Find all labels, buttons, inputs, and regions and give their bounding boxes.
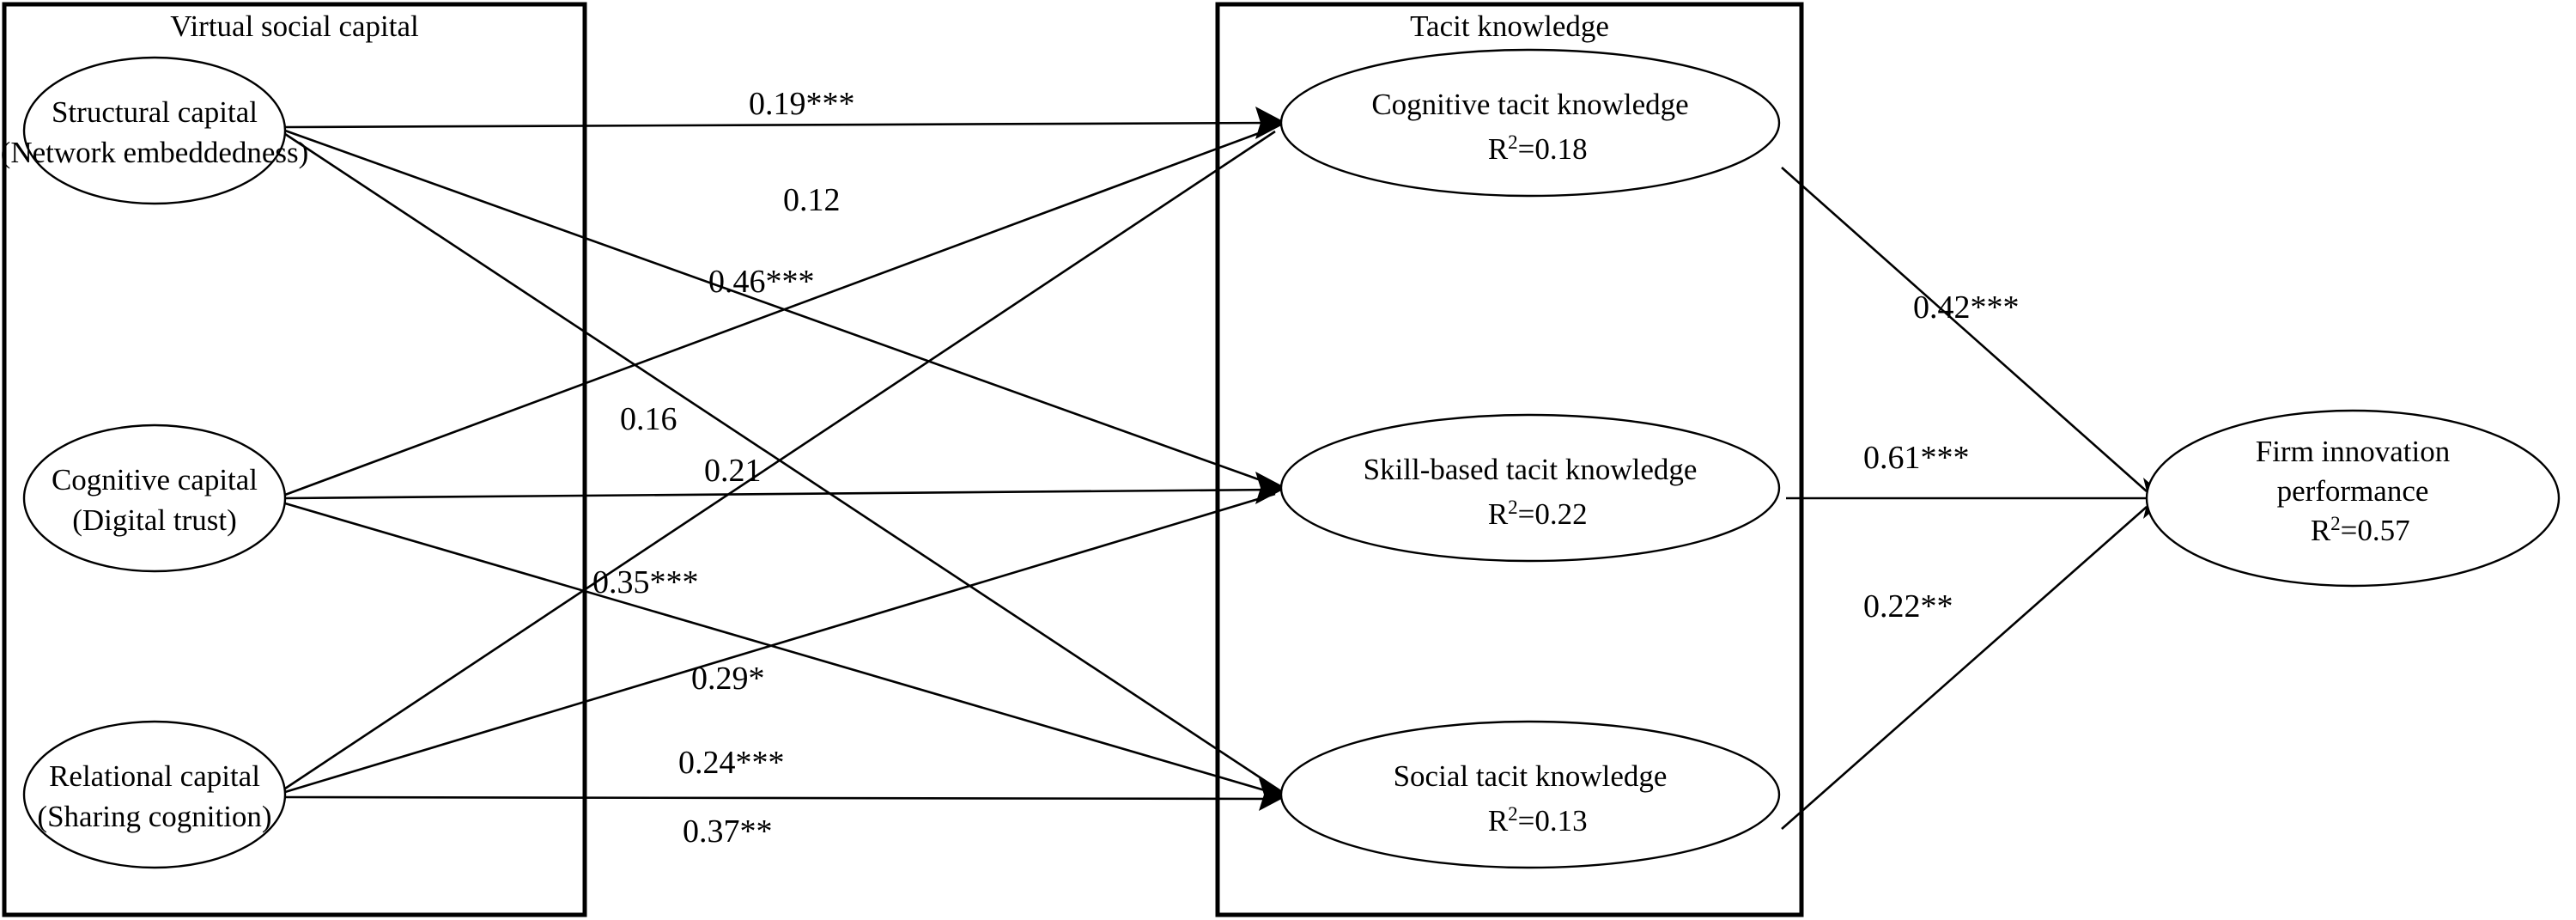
r2-sup-ctk: 2 [1508, 131, 1518, 153]
r2-value-ctk: =0.18 [1518, 132, 1588, 166]
r2-prefix-fip: R [2311, 514, 2331, 547]
path-line-ctk-to-fip [1781, 167, 2148, 492]
coefficient-label-sc-to-ctk: 0.19*** [749, 86, 855, 122]
coefficient-label-soc-to-fip: 0.22** [1863, 588, 1953, 625]
arrowhead-soc [1259, 778, 1290, 811]
path-line-sc-to-stk [284, 129, 1276, 487]
coefficient-label-stk-to-fip: 0.61*** [1863, 440, 1970, 476]
node-label-cognitive-tacit-knowledge-line1: Cognitive tacit knowledge [1371, 88, 1688, 121]
coefficient-label-cc-to-ctk: 0.16 [620, 401, 677, 437]
coefficient-label-sc-to-stk: 0.12 [783, 182, 841, 218]
r2-value-fip: =0.57 [2341, 514, 2410, 547]
node-label-relational-capital-line1: Relational capital [49, 759, 260, 793]
node-label-structural-capital-line1: Structural capital [52, 95, 258, 129]
node-ellipse-relational-capital [22, 720, 287, 869]
coefficient-label-rc-to-ctk: 0.29* [691, 661, 765, 697]
r2-sup-soc: 2 [1508, 803, 1518, 825]
r2-value-stk: =0.22 [1518, 497, 1588, 531]
node-label-firm-innovation-performance-r2: R2=0.57 [2258, 513, 2448, 548]
r2-value-soc: =0.13 [1518, 804, 1588, 838]
node-firm-innovation-performance[interactable]: Firm innovation performance R2=0.57 [2145, 409, 2561, 588]
path-line-soc-to-fip [1781, 506, 2148, 830]
node-ellipse-cognitive-capital [22, 423, 287, 573]
coefficient-label-rc-to-soc: 0.37** [683, 813, 773, 850]
group-box-virtual-social-capital [2, 2, 587, 917]
r2-prefix-soc: R [1488, 804, 1509, 838]
node-label-cognitive-capital-line2: (Digital trust) [72, 503, 237, 537]
node-label-relational-capital-line2: (Sharing cognition) [37, 800, 271, 833]
node-label-firm-innovation-performance-line1: Firm innovation [2256, 435, 2451, 468]
node-cognitive-capital[interactable]: Cognitive capital (Digital trust) [22, 423, 287, 573]
coefficient-label-ctk-to-fip: 0.42*** [1913, 289, 2020, 326]
node-ellipse-skill-based-tacit-knowledge [1279, 413, 1781, 563]
r2-sup-stk: 2 [1508, 497, 1518, 518]
path-line-rc-to-ctk [284, 130, 1276, 790]
group-box-tacit-knowledge [1215, 2, 1804, 917]
path-line-cc-to-ctk [284, 125, 1276, 497]
arrowhead-stk [1255, 472, 1286, 504]
node-label-social-tacit-knowledge-line1: Social tacit knowledge [1394, 759, 1668, 793]
node-social-tacit-knowledge[interactable]: Social tacit knowledge R2=0.13 [1279, 720, 1781, 869]
path-line-cc-to-stk [284, 488, 1276, 500]
node-cognitive-tacit-knowledge[interactable]: Cognitive tacit knowledge R2=0.18 [1279, 48, 1781, 198]
r2-prefix-ctk: R [1488, 132, 1509, 166]
node-skill-based-tacit-knowledge[interactable]: Skill-based tacit knowledge R2=0.22 [1279, 413, 1781, 563]
node-ellipse-social-tacit-knowledge [1279, 720, 1781, 869]
node-ellipse-cognitive-tacit-knowledge [1279, 48, 1781, 198]
node-structural-capital[interactable]: Structural capital (Network embeddedness… [1, 56, 309, 205]
coefficient-label-sc-to-soc: 0.46*** [708, 264, 815, 300]
group-title-tacit-knowledge: Tacit knowledge [1410, 9, 1609, 43]
node-label-firm-innovation-performance-line2: performance [2277, 474, 2429, 508]
node-label-social-tacit-knowledge-r2: R2=0.13 [1436, 803, 1625, 838]
coefficient-label-cc-to-stk: 0.21 [704, 453, 762, 489]
path-line-sc-to-soc [284, 132, 1280, 792]
group-title-virtual-social-capital: Virtual social capital [170, 9, 419, 43]
arrowhead-ctk [1255, 107, 1286, 139]
r2-sup-fip: 2 [2330, 513, 2341, 534]
path-line-cc-to-soc [284, 502, 1280, 796]
coefficient-label-cc-to-soc: 0.35*** [592, 564, 699, 600]
coefficient-label-rc-to-stk: 0.24*** [678, 745, 785, 781]
r2-prefix-stk: R [1488, 497, 1509, 531]
node-relational-capital[interactable]: Relational capital (Sharing cognition) [22, 720, 287, 869]
node-label-skill-based-tacit-knowledge-line1: Skill-based tacit knowledge [1364, 453, 1698, 486]
node-ellipse-structural-capital [22, 56, 287, 205]
path-line-rc-to-soc [284, 795, 1280, 801]
node-ellipse-firm-innovation-performance [2145, 409, 2561, 588]
node-label-cognitive-tacit-knowledge-r2: R2=0.18 [1436, 131, 1625, 167]
path-line-sc-to-ctk [284, 121, 1276, 129]
path-line-rc-to-stk [284, 492, 1276, 794]
node-label-cognitive-capital-line1: Cognitive capital [52, 463, 258, 497]
node-label-skill-based-tacit-knowledge-r2: R2=0.22 [1436, 497, 1625, 532]
node-label-structural-capital-line2: (Network embeddedness) [1, 136, 309, 169]
